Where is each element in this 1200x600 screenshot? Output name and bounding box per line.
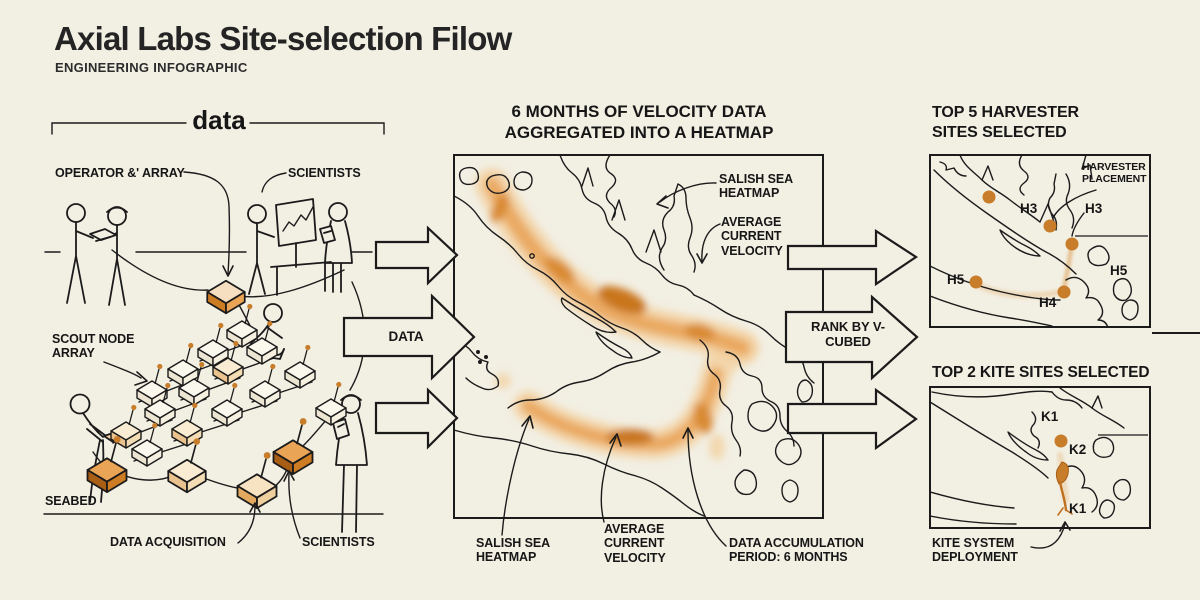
salish-sea-heatmap-layer	[475, 168, 759, 460]
kite-deployment-label: KITE SYSTEM DEPLOYMENT	[932, 536, 1018, 565]
rank-flow-arrows	[784, 228, 919, 451]
data-bracket	[51, 122, 385, 135]
kite-panel-frame	[929, 386, 1151, 529]
surveyor-figure	[332, 394, 368, 533]
harvester-placement-leaders	[1052, 189, 1097, 237]
scout-node	[197, 322, 229, 367]
operator-array-label: OPERATOR &' ARRAY	[55, 166, 185, 180]
kite-deployment-leader	[1030, 521, 1071, 549]
scout-node	[284, 344, 316, 389]
left-annotation-leaders	[103, 171, 301, 544]
accumulation-caption: DATA ACCUMULATION PERIOD: 6 MONTHS	[729, 536, 864, 565]
site-label-h3-left: H3	[1020, 201, 1038, 216]
heatmap-title-line2: AGGREGATED INTO A HEATMAP	[504, 123, 774, 143]
scientists-top-label: SCIENTISTS	[288, 166, 361, 180]
heatmap-annotation-leaders	[501, 182, 727, 547]
salish-sea-coastline	[455, 156, 815, 517]
harvester-placement-label: HARVESTER PLACEMENT	[1082, 161, 1147, 186]
page-subtitle: ENGINEERING INFOGRAPHIC	[55, 60, 248, 75]
scout-node	[211, 382, 243, 427]
scout-node-array-label: SCOUT NODE ARRAY	[52, 332, 135, 361]
heatmap-title-line1: 6 MONTHS OF VELOCITY DATA	[511, 102, 767, 121]
scout-node-array	[86, 279, 347, 510]
site-label-k1-bottom: K1	[1069, 501, 1087, 516]
operator-figures	[66, 203, 128, 306]
data-arrow-label: DATA	[388, 329, 424, 344]
seabed-label: SEABED	[45, 494, 97, 508]
scout-node	[206, 279, 246, 315]
heatmap-panel-title: 6 MONTHS OF VELOCITY DATA AGGREGATED INT…	[454, 101, 824, 143]
data-flow-arrows	[342, 225, 476, 450]
rank-arrow-label: RANK BY V-CUBED	[811, 319, 885, 349]
site-label-h3-right: H3	[1085, 201, 1103, 216]
page-title: Axial Labs Site-selection Filow	[54, 20, 512, 57]
scout-node	[236, 451, 278, 510]
salish-heatmap-caption: SALISH SEA HEATMAP	[476, 536, 550, 565]
harvester-panel-title: TOP 5 HARVESTER SITES SELECTED	[932, 104, 1079, 141]
scientists-bottom-label: SCIENTISTS	[302, 535, 375, 549]
scientist-figures-top	[247, 198, 353, 296]
data-bracket-label: data	[192, 105, 246, 135]
harvester-map-content	[931, 156, 1148, 326]
scout-node	[249, 363, 281, 408]
kite-map-content	[931, 388, 1148, 525]
site-label-k1-top: K1	[1041, 409, 1059, 424]
harvester-site-markers	[969, 190, 1079, 299]
velocity-annotation: AVERAGE CURRENT VELOCITY	[721, 215, 783, 258]
kite-site-markers	[1054, 434, 1073, 516]
scout-node	[272, 417, 314, 476]
site-label-k2: K2	[1069, 442, 1087, 457]
site-label-h4: H4	[1039, 295, 1057, 310]
kite-panel-title: TOP 2 KITE SITES SELECTED	[932, 364, 1150, 381]
site-label-h5-right: H5	[1110, 263, 1128, 278]
data-acquisition-label: DATA ACQUISITION	[110, 535, 226, 549]
salish-heatmap-annotation: SALISH SEA HEATMAP	[719, 172, 793, 201]
site-label-h5-left: H5	[947, 272, 965, 287]
velocity-caption: AVERAGE CURRENT VELOCITY	[604, 522, 666, 565]
harvester-panel-frame	[929, 154, 1151, 328]
scout-node	[136, 363, 168, 408]
